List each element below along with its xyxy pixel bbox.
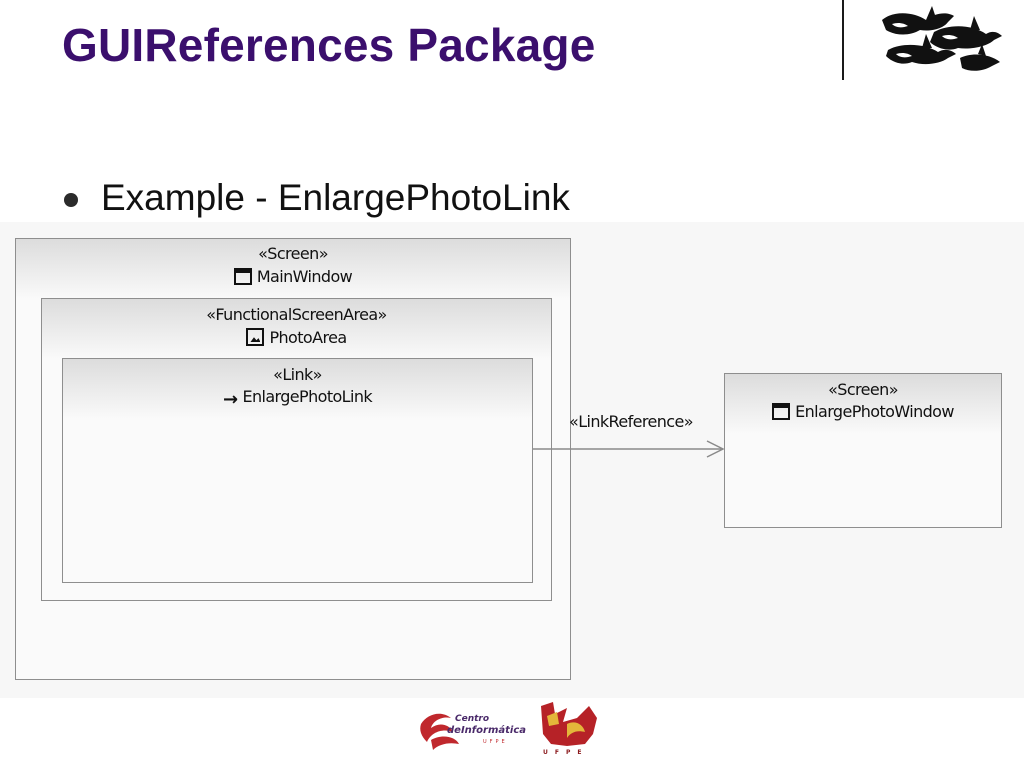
link-name-row: →EnlargePhotoLink [63, 387, 532, 410]
image-icon [246, 328, 265, 346]
enlarge-window-name-row: EnlargePhotoWindow [725, 402, 1001, 421]
link-stereotype: «Link» [273, 365, 322, 384]
institution-logos: Centro deInformática UFPE UFPE [420, 702, 597, 756]
link-box: «Link» →EnlargePhotoLink [62, 358, 533, 583]
centro-informatica-logo-icon: Centro deInformática UFPE [420, 713, 526, 750]
enlarge-window-box: «Screen» EnlargePhotoWindow [724, 373, 1002, 528]
link-name: EnlargePhotoLink [242, 387, 373, 406]
header-divider [842, 0, 844, 80]
slide-title: GUIReferences Package [62, 19, 596, 71]
arrow-right-icon: → [222, 389, 238, 410]
enlarge-window-stereotype: «Screen» [828, 380, 898, 399]
main-window-stereotype: «Screen» [258, 244, 328, 263]
photo-area-stereotype: «FunctionalScreenArea» [206, 305, 387, 324]
connector-label: «LinkReference» [569, 412, 694, 431]
window-icon [772, 403, 791, 420]
ufpe-crest-logo-icon: UFPE [541, 702, 597, 756]
photo-area-name: PhotoArea [269, 328, 347, 347]
bullet-text: Example - EnlargePhotoLink [101, 177, 570, 218]
photo-area-name-row: PhotoArea [42, 328, 551, 347]
enlarge-window-name: EnlargePhotoWindow [795, 402, 954, 421]
svg-text:UFPE: UFPE [483, 739, 508, 745]
svg-text:deInformática: deInformática [447, 724, 526, 736]
bullet-point [64, 193, 78, 207]
main-window-name: MainWindow [256, 267, 353, 286]
window-icon [233, 268, 252, 285]
svg-text:Centro: Centro [455, 714, 489, 724]
orca-logo-icon [882, 6, 1002, 71]
svg-text:UFPE: UFPE [543, 749, 588, 756]
main-window-name-row: MainWindow [16, 267, 570, 286]
